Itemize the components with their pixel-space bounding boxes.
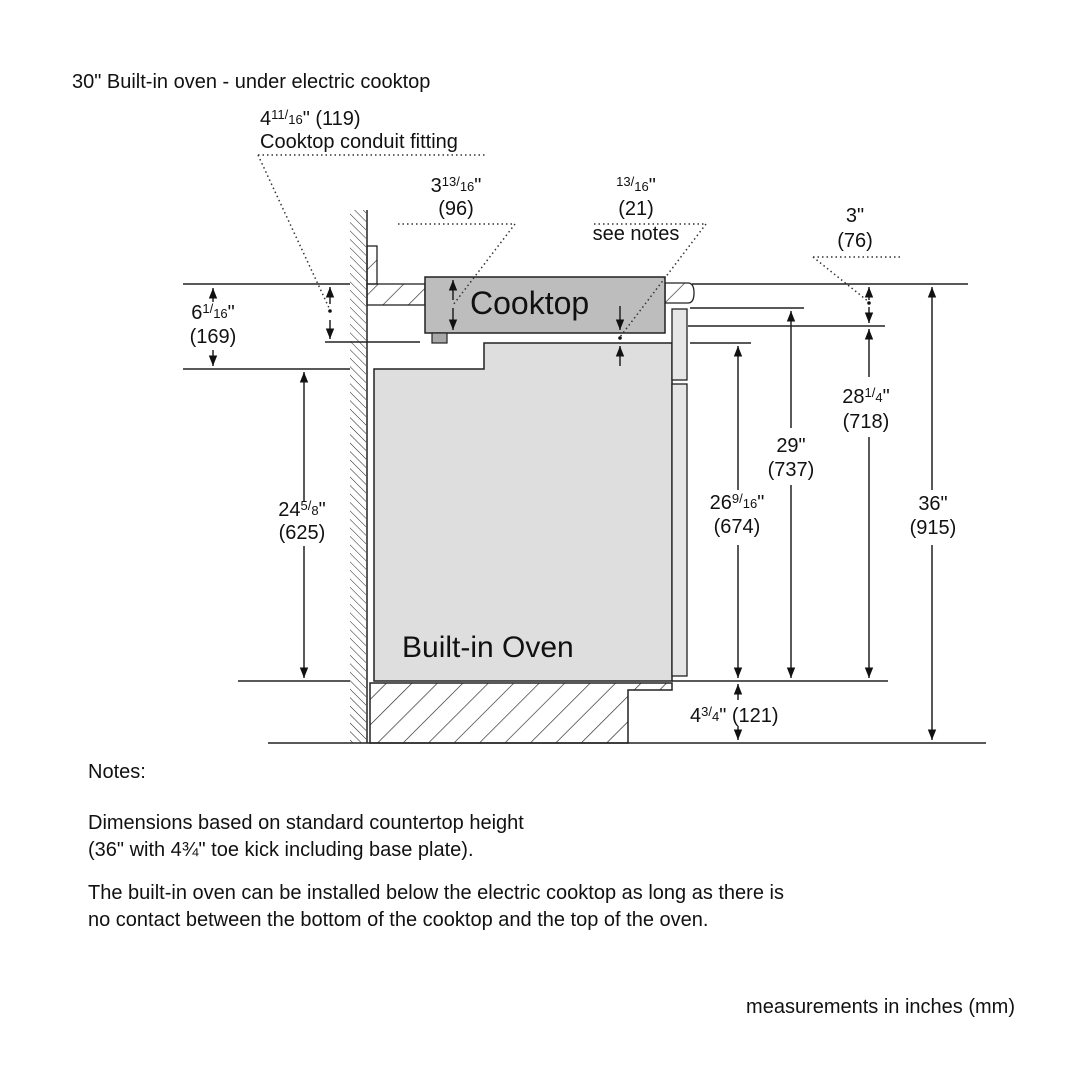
svg-text:no contact between the bottom: no contact between the bottom of the coo… [88,909,708,931]
leader-lines [257,154,900,338]
cooktop: Cooktop [424,276,666,344]
dim-conduit: 411/16" (119) [260,107,361,130]
svg-text:(737): (737) [768,459,815,481]
dim-oven-height: 245/8" [278,498,325,521]
svg-text:(96): (96) [438,198,474,220]
svg-text:(625): (625) [279,522,326,544]
dim-oven-top: 269/16" [710,491,765,514]
dim-29: 29" [776,435,805,457]
svg-text:(718): (718) [843,411,890,433]
svg-text:(21): (21) [618,198,654,220]
measurement-units-note: measurements in inches (mm) [746,996,1015,1018]
cooktop-label: Cooktop [470,285,589,321]
toe-kick-base [369,682,673,744]
dim-cooktop-height: 313/16" [431,174,482,197]
svg-text:(76): (76) [837,230,873,252]
svg-text:see notes: see notes [593,223,680,245]
dim-cutout-depth: 61/16" [191,301,235,324]
svg-text:Dimensions based on standard c: Dimensions based on standard countertop … [88,812,524,834]
countertop [366,245,695,306]
dim-36: 36" [918,493,947,515]
dim-toe-kick: 43/4" (121) [690,704,779,727]
diagram-title: 30" Built-in oven - under electric cookt… [72,71,430,93]
svg-text:(169): (169) [190,326,237,348]
svg-text:(915): (915) [910,517,957,539]
oven-label: Built-in Oven [402,631,574,664]
svg-text:(36" with 4¾" toe kick includi: (36" with 4¾" toe kick including base pl… [88,839,474,861]
dimension-labels: 411/16" (119) Cooktop conduit fitting 31… [190,107,957,727]
dim-gap: 13/16" [616,174,656,197]
svg-text:(674): (674) [714,516,761,538]
notes-heading: Notes: [88,761,146,783]
dimension-arrows [208,280,937,740]
dim-28: 281/4" [842,385,889,408]
dim-counter-edge: 3" [846,205,864,227]
wall [350,210,366,743]
dim-conduit-caption: Cooktop conduit fitting [260,131,458,153]
notes: Notes: Dimensions based on standard coun… [88,761,784,931]
built-in-oven: Built-in Oven [373,308,688,682]
svg-text:The built-in oven can be insta: The built-in oven can be installed below… [88,882,784,904]
